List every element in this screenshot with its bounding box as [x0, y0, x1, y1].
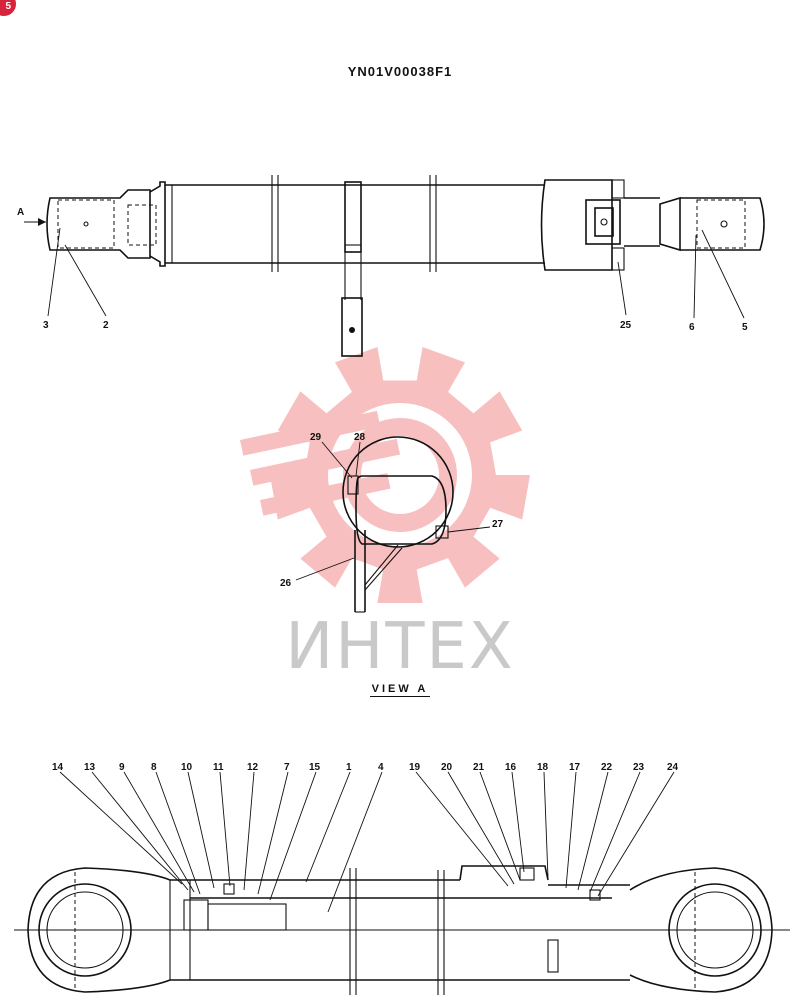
callout-label: 5 — [742, 322, 748, 333]
callout-numbers: A 3 2 25 6 5 29 28 27 26 14 13 9 8 10 11… — [17, 207, 748, 773]
callout-label: 6 — [689, 322, 695, 333]
arrow-a-label: A — [17, 207, 24, 218]
callout-label: 7 — [284, 762, 290, 773]
leader-lines — [47, 227, 745, 913]
view-a-caption: VIEW A — [0, 683, 800, 697]
callout-label: 4 — [378, 762, 384, 773]
watermark-speed-stripe — [240, 410, 381, 456]
callout-label: 24 — [667, 762, 679, 773]
callout-label: 3 — [43, 320, 49, 331]
callout-label: 10 — [181, 762, 193, 773]
callout-label: 29 — [310, 432, 322, 443]
callout-label: 25 — [620, 320, 632, 331]
watermark-text: ИНТЕХ — [285, 610, 515, 684]
watermark-gear-ring — [343, 418, 457, 532]
callout-label: 23 — [633, 762, 645, 773]
callout-label: 22 — [601, 762, 613, 773]
top-external-view — [24, 175, 765, 357]
view-a-end-view — [342, 436, 454, 613]
callout-label: 15 — [309, 762, 321, 773]
callout-label: 9 — [119, 762, 125, 773]
callout-label: 17 — [569, 762, 581, 773]
callout-label: 14 — [52, 762, 64, 773]
callout-label: 28 — [354, 432, 366, 443]
callout-label: 26 — [280, 578, 292, 589]
bottom-section-view — [14, 865, 790, 995]
view-a-caption-text: VIEW A — [369, 683, 431, 697]
corner-badge: 5 — [0, 0, 16, 16]
callout-label: 21 — [473, 762, 485, 773]
callout-label: 20 — [441, 762, 453, 773]
callout-label: 13 — [84, 762, 96, 773]
callout-label: 12 — [247, 762, 259, 773]
callout-label: 1 — [346, 762, 352, 773]
callout-label: 11 — [213, 762, 224, 773]
callout-label: 27 — [492, 519, 504, 530]
callout-label: 18 — [537, 762, 549, 773]
callout-label: 2 — [103, 320, 109, 331]
callout-label: 8 — [151, 762, 157, 773]
corner-badge-number: 5 — [5, 1, 11, 12]
drawing-number: YN01V00038F1 — [347, 64, 453, 79]
callout-label: 19 — [409, 762, 421, 773]
callout-label: 16 — [505, 762, 517, 773]
